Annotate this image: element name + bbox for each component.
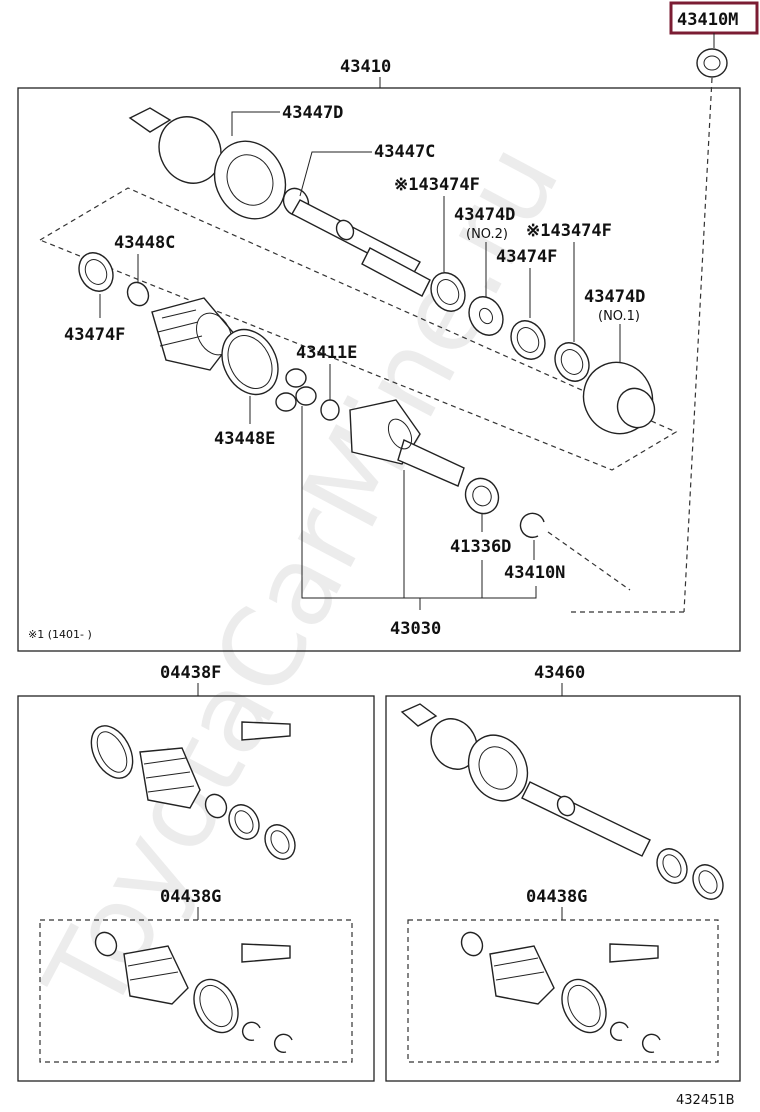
kit-g-left-snap-2[interactable] [273,1033,293,1054]
callout-43410[interactable]: 43410 [340,57,391,77]
kit-g-right-boot[interactable] [489,945,555,1005]
kit-f-frame [17,695,375,1082]
tripod-spider-part[interactable] [275,368,317,412]
callout-43474d-no1[interactable]: 43474D [584,287,645,307]
outer-assembly-part[interactable] [400,703,651,857]
inboard-group-outline [38,187,678,471]
note-no1: (NO.1) [598,309,640,324]
kit-f-small-ring[interactable] [202,791,231,822]
kit-g-left-tube[interactable] [241,943,291,963]
kit-g-left-ring[interactable] [92,929,121,960]
outer-clamp-2[interactable] [687,860,729,905]
clamp-part-1[interactable] [424,267,471,317]
kit-g-left-clamp[interactable] [185,972,247,1040]
inboard-joint-part[interactable] [349,399,465,487]
leader-43447d [231,111,280,136]
clamp-part-left[interactable] [72,247,119,297]
kit-g-right-snap-2[interactable] [641,1033,661,1054]
note-no2: (NO.2) [466,227,508,242]
kit-g-left-frame [39,919,353,1063]
outer-joint-shaft-part[interactable] [128,106,431,297]
kit-g-right-frame [407,919,719,1063]
oil-seal-part[interactable] [459,473,504,520]
kit-g-left-boot[interactable] [123,945,189,1005]
callout-43447c[interactable]: 43447C [374,142,435,162]
dashed-link-snap [547,531,631,591]
outer-assembly-frame [385,695,741,1082]
callout-43448e[interactable]: 43448E [214,429,275,449]
callout-43474f-left[interactable]: 43474F [64,325,125,345]
kit-f-clamp-2[interactable] [259,820,301,865]
kit-f-boot[interactable] [139,747,201,809]
main-assembly-frame [17,87,741,652]
shaft-snap-ring-part[interactable] [519,512,545,539]
spider-snap-ring-part[interactable] [320,399,340,421]
dashed-link-right [683,77,713,613]
boot-clamp-large-part[interactable] [211,320,289,404]
footnote: ※1 (1401- ) [28,628,92,641]
callout-04438f[interactable]: 04438F [160,663,221,683]
kit-g-left-snap-1[interactable] [241,1021,261,1042]
callout-43474f-mid[interactable]: 43474F [496,247,557,267]
callout-43448c[interactable]: 43448C [114,233,175,253]
bearing-ring-part[interactable] [696,48,728,78]
kit-f-clamp-1[interactable] [223,800,265,845]
callout-43410n[interactable]: 43410N [504,563,565,583]
callout-43460[interactable]: 43460 [534,663,585,683]
figure-id: 432451B [676,1093,735,1108]
kit-g-right-tube[interactable] [609,943,659,963]
dynamic-damper-part[interactable] [571,350,665,445]
callout-43474f-top[interactable]: ※143474F [394,175,480,195]
callout-43411e[interactable]: 43411E [296,343,357,363]
callout-43410m[interactable]: 43410M [677,10,738,30]
callout-43030[interactable]: 43030 [390,619,441,639]
damper-ring-part[interactable] [462,291,509,341]
leader-43447c [299,151,372,197]
kit-g-right-snap-1[interactable] [609,1021,629,1042]
small-clamp-part[interactable] [124,279,153,310]
callout-04438g-left[interactable]: 04438G [160,887,221,907]
kit-f-tube[interactable] [241,721,291,741]
kit-f-clamp-large[interactable] [83,719,141,785]
callout-04438g-right[interactable]: 04438G [526,887,587,907]
clamp-part-2[interactable] [504,315,551,365]
callout-43474d-no2[interactable]: 43474D [454,205,515,225]
kit-g-right-ring[interactable] [458,929,487,960]
callout-43474f-right[interactable]: ※143474F [526,221,612,241]
bracket-43030 [301,406,537,599]
outer-clamp-1[interactable] [651,844,693,889]
callout-41336d[interactable]: 41336D [450,537,511,557]
clamp-part-3[interactable] [548,337,595,387]
callout-43447d[interactable]: 43447D [282,103,343,123]
kit-g-right-clamp[interactable] [553,972,615,1040]
